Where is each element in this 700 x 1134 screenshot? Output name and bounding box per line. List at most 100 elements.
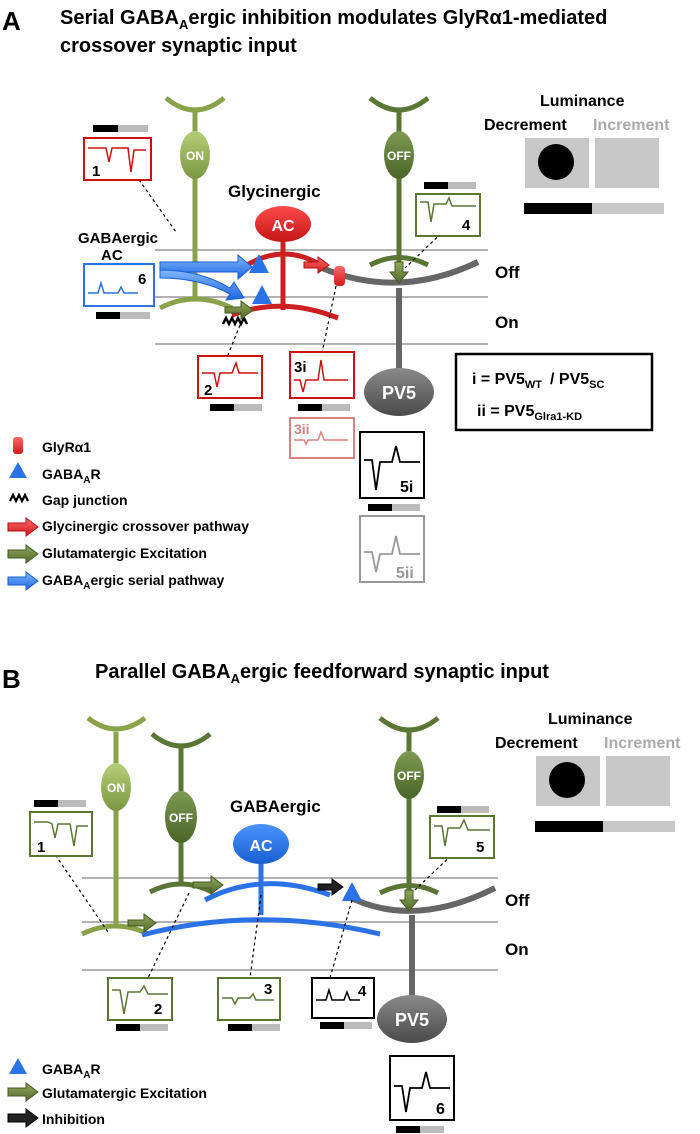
off-bipolar-cell-b-right: OFF	[378, 716, 440, 896]
legend-b: GABAAR Glutamatergic Excitation Inhibiti…	[7, 1058, 207, 1128]
svg-text:GlyRα1: GlyRα1	[42, 439, 91, 455]
svg-text:Inhibition: Inhibition	[42, 1111, 105, 1127]
gabaergic-legend-arrow	[7, 571, 39, 591]
svg-text:2: 2	[154, 1001, 162, 1018]
svg-text:Increment: Increment	[604, 735, 681, 752]
trace-b5: 5	[429, 806, 495, 859]
gabaar-legend-icon-b	[9, 1058, 27, 1074]
svg-text:5: 5	[476, 839, 484, 856]
genotype-definition-box: i = PV5WT/ PV5SC ii = PV5Glra1-KD	[454, 352, 654, 432]
trace-b6: 6	[389, 1055, 455, 1133]
panel-a-title-line2: crossover synaptic input	[60, 35, 297, 57]
trace-5i: 5i	[359, 431, 425, 511]
legend-a: GlyRα1 GABAAR Gap junction Glycinergic c…	[7, 437, 249, 592]
trace-3ii: 3ii	[289, 417, 355, 459]
panel-b-letter: B	[2, 664, 21, 694]
trace-3i: 3i	[289, 351, 355, 411]
glutamatergic-arrow-a	[224, 300, 254, 320]
svg-text:3: 3	[264, 981, 272, 998]
svg-text:Glutamatergic Excitation: Glutamatergic Excitation	[42, 1085, 207, 1101]
svg-text:OFF: OFF	[387, 149, 411, 163]
trace-1: 1	[83, 125, 152, 181]
svg-text:3ii: 3ii	[294, 421, 310, 437]
glutamatergic-legend-arrow-a	[7, 544, 39, 564]
svg-text:Glycinergic crossover pathway: Glycinergic crossover pathway	[42, 518, 249, 534]
svg-text:1: 1	[37, 839, 45, 856]
svg-text:ii = PV5Glra1-KD: ii = PV5Glra1-KD	[477, 403, 582, 423]
off-layer-label-b: Off	[505, 891, 530, 910]
svg-text:1: 1	[92, 163, 100, 180]
svg-text:PV5: PV5	[395, 1010, 429, 1030]
trace-b1: 1	[29, 800, 93, 857]
panel-b: B Parallel GABAAergic feedforward synapt…	[2, 661, 681, 1133]
trace-5ii: 5ii	[359, 515, 425, 583]
glyr-alpha1-receptor	[334, 266, 345, 286]
svg-text:6: 6	[436, 1101, 445, 1118]
svg-text:3i: 3i	[294, 359, 307, 376]
glycinergic-ac: Glycinergic AC	[228, 182, 339, 321]
trace-b2: 2	[107, 977, 173, 1031]
svg-text:2: 2	[204, 382, 212, 399]
svg-text:PV5: PV5	[382, 383, 416, 403]
glutamatergic-arrow-off	[388, 261, 410, 284]
svg-text:GABAAergic serial pathway: GABAAergic serial pathway	[42, 572, 225, 592]
panel-a-title-line1: Serial GABAAergic inhibition modulates G…	[60, 7, 607, 32]
off-layer-label: Off	[495, 263, 520, 282]
luminance-stimulus-a: Luminance Decrement Increment	[484, 93, 670, 214]
trace-4: 4	[415, 182, 481, 237]
svg-text:GABAergic: GABAergic	[78, 230, 158, 247]
svg-text:AC: AC	[249, 838, 273, 855]
on-layer-label: On	[495, 313, 519, 332]
trace-b4: 4	[311, 977, 375, 1029]
svg-text:6: 6	[138, 271, 146, 288]
glycinergic-crossover-arrow	[303, 256, 330, 274]
svg-text:ON: ON	[107, 781, 125, 795]
glutamatergic-legend-arrow-b	[7, 1082, 39, 1102]
gabaergic-serial-arrows	[159, 253, 253, 301]
panel-b-title: Parallel GABAAergic feedforward synaptic…	[95, 661, 549, 686]
glutamatergic-arrow-off-b	[398, 889, 420, 912]
svg-text:Increment: Increment	[593, 117, 670, 134]
pv5-cell-b: PV5	[343, 885, 497, 1043]
gabaergic-ac-b: GABAergic AC	[141, 797, 381, 938]
svg-text:AC: AC	[271, 218, 295, 235]
svg-text:4: 4	[462, 217, 471, 234]
gabaar-receptor-1	[249, 254, 269, 273]
trace-2: 2	[197, 355, 263, 411]
inhibition-legend-arrow	[7, 1108, 39, 1128]
glycinergic-legend-arrow	[7, 517, 39, 537]
panel-a-letter: A	[2, 6, 21, 36]
glutamatergic-arrow-b1	[192, 875, 224, 895]
gabaar-receptor-b	[342, 882, 362, 901]
gap-junction-a	[221, 315, 249, 327]
panel-a: A Serial GABAAergic inhibition modulates…	[2, 6, 670, 592]
trace-6: GABAergic AC 6	[78, 230, 158, 319]
svg-text:Decrement: Decrement	[484, 117, 567, 134]
glyr-legend-icon	[13, 437, 23, 454]
svg-text:i = PV5WT/ PV5SC: i = PV5WT/ PV5SC	[472, 371, 605, 391]
on-bipolar-cell: ON	[158, 96, 234, 311]
svg-text:Luminance: Luminance	[548, 711, 633, 728]
svg-text:OFF: OFF	[169, 811, 193, 825]
trace-b3: 3	[217, 977, 281, 1031]
svg-text:GABAergic: GABAergic	[230, 797, 321, 816]
svg-text:Gap junction: Gap junction	[42, 492, 128, 508]
luminance-stimulus-b: Luminance Decrement Increment	[495, 711, 681, 832]
trace-connectors-b	[51, 846, 461, 979]
svg-text:5ii: 5ii	[396, 565, 414, 582]
svg-text:Luminance: Luminance	[540, 93, 625, 110]
inhibition-arrow-b	[317, 878, 344, 896]
glutamatergic-arrow-b2	[127, 913, 157, 933]
svg-text:AC: AC	[101, 247, 123, 264]
off-bipolar-cell-b-left: OFF	[148, 732, 214, 895]
svg-text:Glutamatergic Excitation: Glutamatergic Excitation	[42, 545, 207, 561]
svg-text:5i: 5i	[400, 479, 413, 496]
on-layer-label-b: On	[505, 940, 529, 959]
svg-text:Glycinergic: Glycinergic	[228, 182, 321, 201]
on-bipolar-cell-b: ON	[80, 715, 150, 937]
svg-text:GABAAR: GABAAR	[42, 1061, 101, 1081]
svg-text:4: 4	[358, 983, 367, 1000]
svg-text:OFF: OFF	[397, 769, 421, 783]
gap-junction-legend-icon	[9, 492, 29, 504]
gabaar-legend-icon	[9, 462, 27, 478]
